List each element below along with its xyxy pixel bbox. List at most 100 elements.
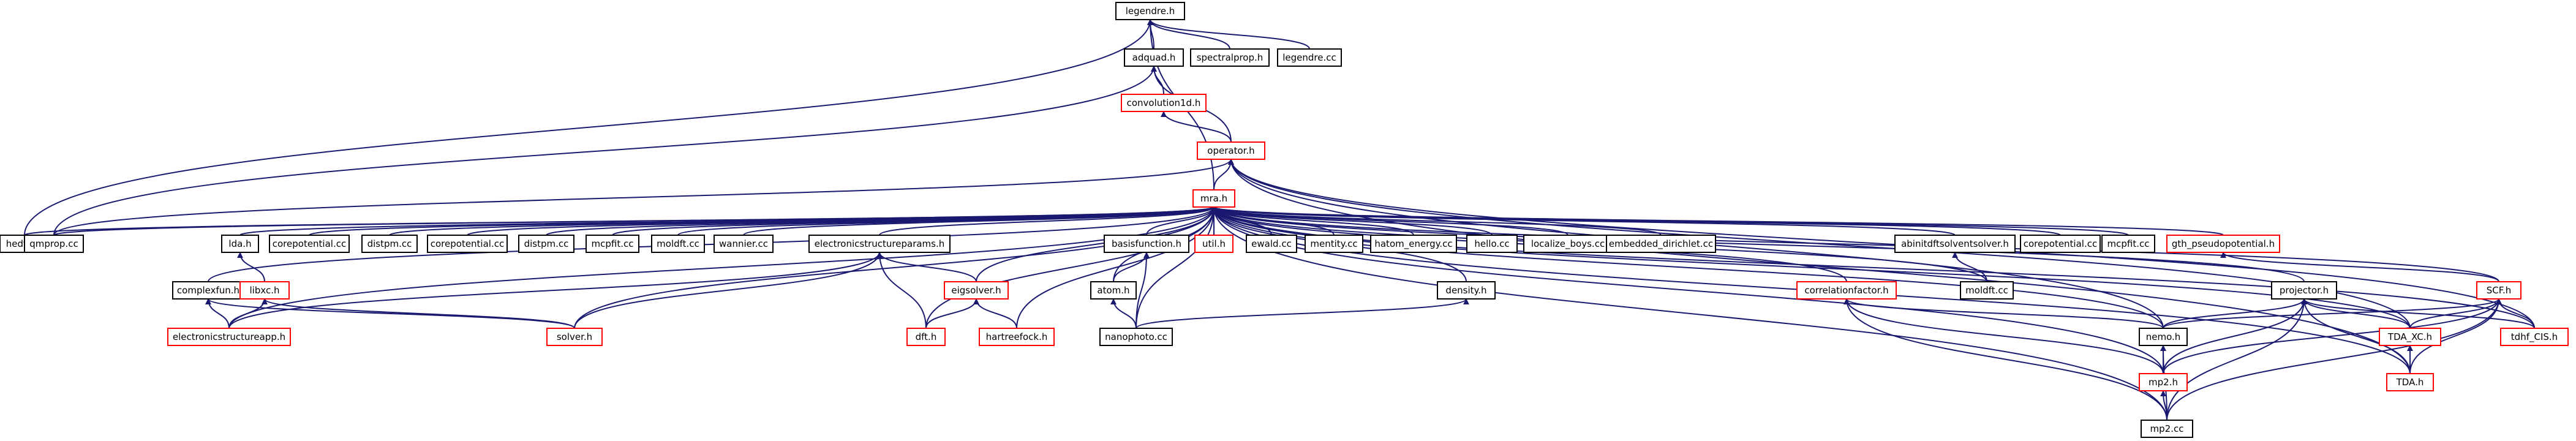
edge-dft_h-to-electronicstructureparams_h bbox=[876, 252, 927, 329]
node-box bbox=[1466, 235, 1518, 253]
node-dft-h[interactable]: dft.h bbox=[906, 328, 946, 346]
node-electronicstructureapp-h[interactable]: electronicstructureapp.h bbox=[167, 328, 291, 346]
node-box bbox=[221, 235, 259, 253]
node-mcpfit-cc-1[interactable]: mcpfit.cc bbox=[586, 235, 639, 253]
dependency-edges bbox=[24, 19, 2535, 421]
edge-nemo_h-to-mra_h bbox=[1211, 206, 2164, 329]
node-scf-h[interactable]: SCF.h bbox=[2476, 281, 2521, 300]
node-label: mp2.h bbox=[2149, 377, 2178, 388]
node-label: TDA_XC.h bbox=[2387, 331, 2432, 343]
node-box bbox=[1197, 141, 1265, 160]
node-convolution1d-h[interactable]: convolution1d.h bbox=[1121, 94, 1207, 112]
edge-complexfun_h-to-mra_h bbox=[208, 206, 1217, 282]
node-corepotential-cc-2[interactable]: corepotential.cc bbox=[427, 235, 508, 253]
node-label: mp2.cc bbox=[2150, 423, 2184, 434]
edge-mp2_cc-to-mp2_h bbox=[2160, 390, 2167, 421]
node-label: distpm.cc bbox=[367, 238, 412, 249]
node-label: tdhf_CIS.h bbox=[2511, 331, 2558, 343]
node-box bbox=[24, 235, 84, 253]
node-box bbox=[1194, 235, 1233, 253]
node-electronicstructureparams-h[interactable]: electronicstructureparams.h bbox=[808, 235, 951, 253]
node-label: corepotential.cc bbox=[431, 238, 504, 249]
node-box bbox=[172, 281, 244, 300]
node-mp2-cc[interactable]: mp2.cc bbox=[2141, 420, 2193, 438]
node-hartreefock-h[interactable]: hartreefock.h bbox=[979, 328, 1055, 346]
node-abinitdftsolventsolver-h[interactable]: abinitdftsolventsolver.h bbox=[1894, 235, 2016, 253]
node-label: util.h bbox=[1202, 238, 1226, 249]
node-label: corepotential.cc bbox=[273, 238, 346, 249]
node-projector-h[interactable]: projector.h bbox=[2271, 281, 2337, 300]
node-complexfun-h[interactable]: complexfun.h bbox=[172, 281, 244, 300]
node-spectralprop-h[interactable]: spectralprop.h bbox=[1190, 48, 1270, 67]
node-label: nanophoto.cc bbox=[1105, 331, 1167, 342]
node-label: projector.h bbox=[2280, 285, 2329, 296]
node-nemo-h[interactable]: nemo.h bbox=[2139, 328, 2188, 346]
node-mcpfit-cc-2[interactable]: mcpfit.cc bbox=[2101, 235, 2155, 253]
edge-hartreefock_h-to-eigsolver_h bbox=[973, 298, 1017, 329]
node-solver-h[interactable]: solver.h bbox=[546, 328, 603, 346]
node-box bbox=[906, 328, 946, 346]
node-box bbox=[1115, 2, 1185, 20]
node-distpm-cc-2[interactable]: distpm.cc bbox=[518, 235, 574, 253]
edge-embedded_dirichlet_cc-to-mra_h bbox=[1211, 206, 1662, 236]
node-box bbox=[1606, 235, 1716, 253]
node-density-h[interactable]: density.h bbox=[1437, 281, 1496, 300]
node-mp2-h[interactable]: mp2.h bbox=[2139, 373, 2188, 391]
node-basisfunction-h[interactable]: basisfunction.h bbox=[1104, 235, 1189, 253]
node-box bbox=[1104, 235, 1189, 253]
node-libxc-h[interactable]: libxc.h bbox=[239, 281, 290, 300]
node-hatom-energy-cc[interactable]: hatom_energy.cc bbox=[1370, 235, 1457, 253]
edge-hartreefock_h-to-mra_h bbox=[1016, 206, 1217, 329]
node-distpm-cc-1[interactable]: distpm.cc bbox=[361, 235, 418, 253]
node-wannier-cc[interactable]: wannier.cc bbox=[714, 235, 774, 253]
node-label: moldft.cc bbox=[1965, 285, 2008, 296]
node-label: electronicstructureapp.h bbox=[173, 331, 285, 342]
node-mentity-cc[interactable]: mentity.cc bbox=[1305, 235, 1363, 253]
node-label: convolution1d.h bbox=[1127, 97, 1201, 108]
node-correlationfactor-h[interactable]: correlationfactor.h bbox=[1796, 281, 1897, 300]
node-legendre-cc[interactable]: legendre.cc bbox=[1277, 48, 1342, 67]
node-ewald-cc[interactable]: ewald.cc bbox=[1246, 235, 1297, 253]
node-box bbox=[808, 235, 951, 253]
node-label: wannier.cc bbox=[719, 238, 768, 249]
node-corepotential-cc-3[interactable]: corepotential.cc bbox=[2020, 235, 2101, 253]
node-lda-h[interactable]: lda.h bbox=[221, 235, 259, 253]
edge-mp2_cc-to-scf_h bbox=[2166, 298, 2502, 421]
node-tda-xc-h[interactable]: TDA_XC.h bbox=[2379, 328, 2441, 346]
node-tda-h[interactable]: TDA.h bbox=[2386, 373, 2434, 391]
node-label: eigsolver.h bbox=[951, 285, 1001, 296]
edge-tda_xc_h-to-scf_h bbox=[2409, 298, 2502, 329]
node-tdhf-cis-h[interactable]: tdhf_CIS.h bbox=[2500, 328, 2569, 346]
node-atom-h[interactable]: atom.h bbox=[1090, 281, 1137, 300]
node-embedded-dirichlet-cc[interactable]: embedded_dirichlet.cc bbox=[1606, 235, 1716, 253]
node-eigsolver-h[interactable]: eigsolver.h bbox=[944, 281, 1009, 300]
node-nanophoto-cc[interactable]: nanophoto.cc bbox=[1099, 328, 1173, 346]
edge-nanophoto_cc-to-mra_h bbox=[1135, 206, 1217, 329]
node-qmprop-cc[interactable]: qmprop.cc bbox=[24, 235, 84, 253]
node-localize-boys-cc[interactable]: localize_boys.cc bbox=[1523, 235, 1613, 253]
node-label: mra.h bbox=[1200, 193, 1227, 204]
node-moldft-cc-2[interactable]: moldft.cc bbox=[1960, 281, 2014, 300]
node-box bbox=[1246, 235, 1297, 253]
node-label: legendre.h bbox=[1126, 6, 1175, 17]
edge-gth_pseudopotential_h-to-mra_h bbox=[1211, 206, 2224, 236]
edge-wannier_cc-to-mra_h bbox=[743, 206, 1217, 236]
node-label: corepotential.cc bbox=[2024, 238, 2097, 249]
node-legendre-h[interactable]: legendre.h bbox=[1115, 2, 1185, 20]
node-box bbox=[518, 235, 574, 253]
node-gth-pseudopotential-h[interactable]: gth_pseudopotential.h bbox=[2166, 235, 2280, 253]
node-box bbox=[1192, 189, 1235, 208]
node-box bbox=[2386, 373, 2434, 391]
node-corepotential-cc-1[interactable]: corepotential.cc bbox=[269, 235, 350, 253]
node-mra-h[interactable]: mra.h bbox=[1192, 189, 1235, 208]
node-moldft-cc-1[interactable]: moldft.cc bbox=[651, 235, 705, 253]
node-box bbox=[2141, 420, 2193, 438]
node-operator-h[interactable]: operator.h bbox=[1197, 141, 1265, 160]
node-util-h[interactable]: util.h bbox=[1194, 235, 1233, 253]
node-label: hatom_energy.cc bbox=[1374, 238, 1452, 250]
node-label: mentity.cc bbox=[1310, 238, 1357, 249]
node-hello-cc[interactable]: hello.cc bbox=[1466, 235, 1518, 253]
edge-mp2_cc-to-projector_h bbox=[2166, 298, 2307, 421]
node-adquad-h[interactable]: adquad.h bbox=[1124, 48, 1184, 67]
